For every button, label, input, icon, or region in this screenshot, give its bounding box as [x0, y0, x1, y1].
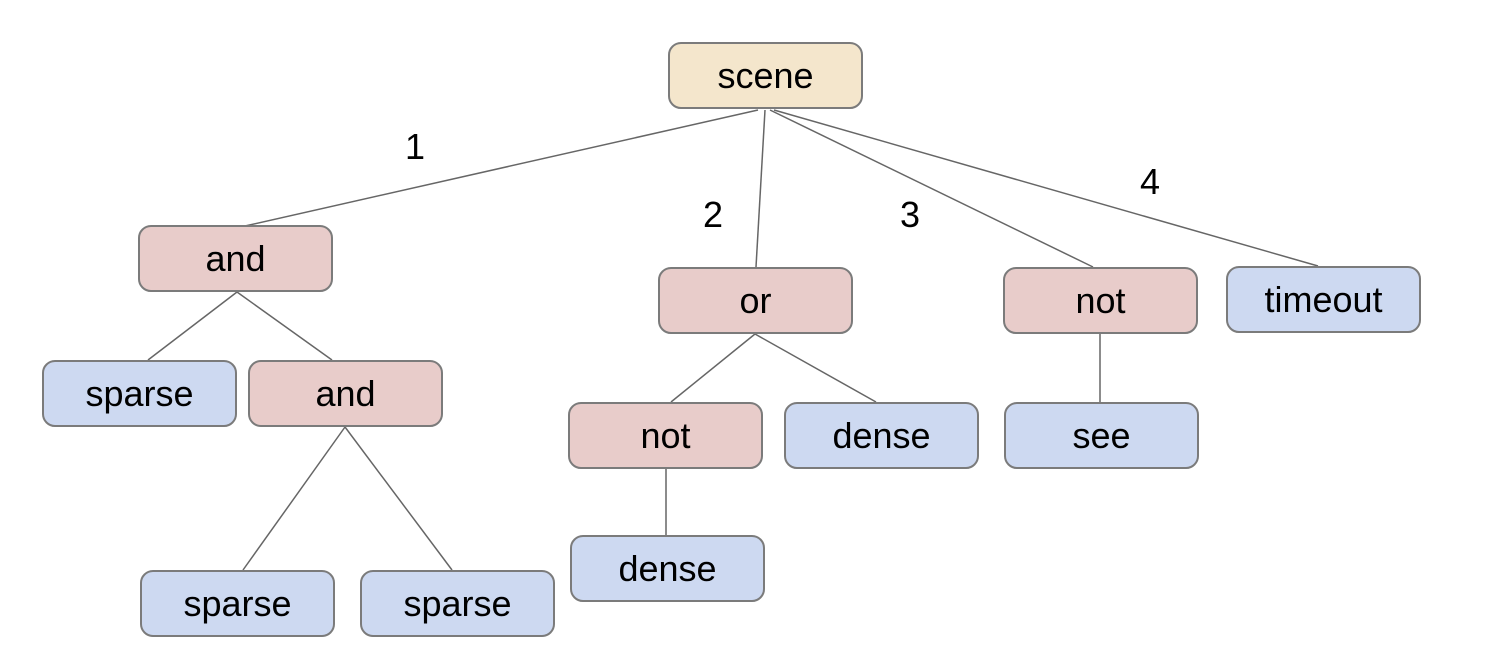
node-timeout-1: timeout [1226, 266, 1421, 333]
edge-and-2-to-sparse-2 [242, 426, 346, 571]
node-and-1: and [138, 225, 333, 292]
edge-label-4: 4 [1139, 161, 1161, 202]
edge-label-2: 2 [702, 194, 724, 235]
edge-scene-to-not-1 [769, 109, 1094, 268]
edge-label-1: 1 [404, 126, 426, 167]
node-and-2: and [248, 360, 443, 427]
node-sparse-3: sparse [360, 570, 555, 637]
edge-scene-to-or-1 [755, 109, 766, 268]
node-see-1: see [1004, 402, 1199, 469]
edge-label-3: 3 [899, 194, 921, 235]
edge-and-2-to-sparse-3 [344, 426, 453, 571]
node-dense-2: dense [570, 535, 765, 602]
edge-and-1-to-sparse-1 [147, 291, 238, 361]
edge-scene-to-and-1 [244, 109, 759, 227]
node-not-1: not [1003, 267, 1198, 334]
edge-or-1-to-not-2 [670, 333, 756, 403]
node-not-2: not [568, 402, 763, 469]
node-or-1: or [658, 267, 853, 334]
node-sparse-2: sparse [140, 570, 335, 637]
node-sparse-1: sparse [42, 360, 237, 427]
edge-scene-to-timeout-1 [773, 109, 1319, 267]
edge-and-1-to-and-2 [236, 291, 333, 361]
node-dense-1: dense [784, 402, 979, 469]
edge-or-1-to-dense-1 [754, 333, 877, 403]
node-scene: scene [668, 42, 863, 109]
